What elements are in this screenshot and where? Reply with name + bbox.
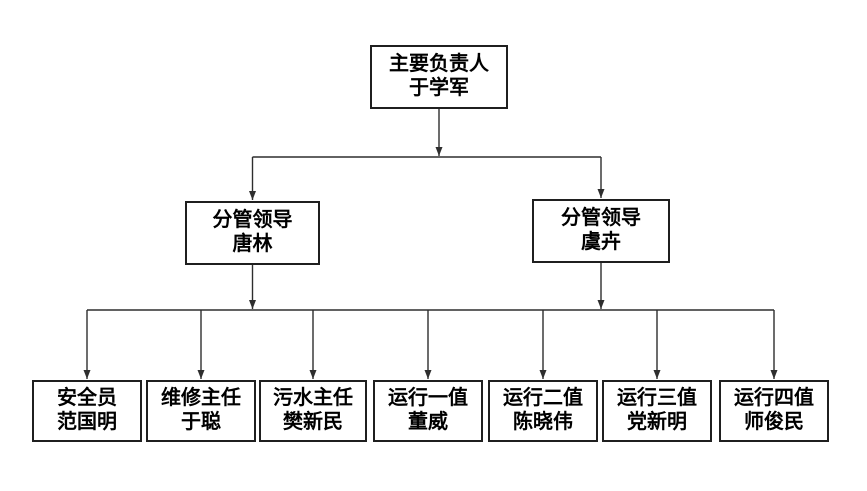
node-role: 运行一值 xyxy=(388,387,468,410)
org-node-staff-2: 维修主任 于聪 xyxy=(146,380,256,442)
org-node-staff-4: 运行一值 董威 xyxy=(373,380,483,442)
node-name: 陈晓伟 xyxy=(513,411,573,433)
node-role: 运行四值 xyxy=(734,387,814,410)
node-name: 虞卉 xyxy=(581,231,621,253)
org-node-staff-1: 安全员 范国明 xyxy=(32,380,142,442)
org-node-root: 主要负责人 于学军 xyxy=(370,45,508,109)
node-name: 于学军 xyxy=(409,77,469,99)
node-name: 樊新民 xyxy=(283,411,343,433)
node-role: 主要负责人 xyxy=(389,53,489,76)
node-name: 于聪 xyxy=(181,411,221,433)
org-node-staff-3: 污水主任 樊新民 xyxy=(259,380,367,442)
node-name: 范国明 xyxy=(57,411,117,433)
node-name: 董威 xyxy=(408,411,448,433)
node-role: 安全员 xyxy=(57,387,117,410)
node-name: 师俊民 xyxy=(744,411,804,433)
node-role: 运行二值 xyxy=(503,387,583,410)
node-role: 污水主任 xyxy=(273,387,353,410)
org-node-staff-6: 运行三值 党新明 xyxy=(602,380,712,442)
node-name: 唐林 xyxy=(232,233,273,255)
node-role: 运行三值 xyxy=(617,387,697,410)
org-node-staff-7: 运行四值 师俊民 xyxy=(719,380,829,442)
node-role: 维修主任 xyxy=(161,387,241,410)
node-name: 党新明 xyxy=(627,411,687,433)
org-node-staff-5: 运行二值 陈晓伟 xyxy=(488,380,598,442)
org-node-leader-2: 分管领导 虞卉 xyxy=(532,199,670,263)
node-role: 分管领导 xyxy=(561,207,641,230)
node-role: 分管领导 xyxy=(212,209,293,232)
org-node-leader-1: 分管领导 唐林 xyxy=(185,201,320,265)
